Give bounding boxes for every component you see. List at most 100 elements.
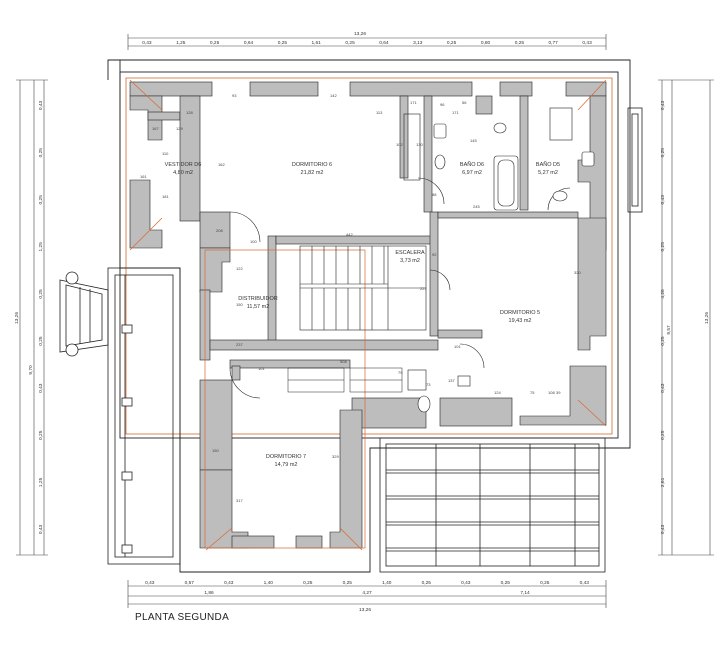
top-segment-dim: 0,64 [379,40,389,46]
room-name-escalera: ESCALERA [395,250,425,256]
room-name-bano5: BAÑO D5 [536,161,560,168]
measurement-label: 137 [448,378,455,383]
bottom-segment-dim: 1,40 [264,580,274,586]
top-dimension-lines [127,34,607,50]
measurement-label: 150 [212,448,219,453]
left-segment-dim: 0,43 [38,383,44,393]
measurement-label: 39 [556,390,561,395]
measurement-label: 92 [432,252,437,257]
left-segment-dim: 0,25 [38,289,44,299]
left-segment-dim: 0,43 [38,525,44,535]
right-segment-dim: 0,43 [660,101,666,111]
left-segment-dim: 0,25 [38,195,44,205]
measurement-label: 171 [452,110,459,115]
closets [287,367,403,393]
left-dimension-lines [16,79,48,556]
room-name-vestidor6: VESTIDOR D6 [165,162,202,168]
left-total-dim: 13,26 [14,312,20,324]
measurement-label: 113 [376,110,383,115]
bottom-segment-dim: 0,43 [580,580,590,586]
bottom-dimension-lines [127,580,607,608]
measurement-label: 56 [462,100,467,105]
left-segment-dim: 0,25 [38,430,44,440]
plan-title: PLANTA SEGUNDA [135,612,230,623]
measurement-label: 108 [548,390,555,395]
bottom-segment-dim: 1,40 [382,580,392,586]
measurement-label: 161 [140,174,147,179]
top-segment-dim: 0,25 [210,40,220,46]
toilet-d5 [552,190,568,202]
toilet-d6 [493,122,507,134]
measurement-label: 329 [332,454,339,459]
top-segment-dim: 0,25 [515,40,525,46]
top-segment-dim: 1,61 [312,40,322,46]
measurement-label: 442 [346,232,353,237]
right-sub-dim: 9,57 [666,325,672,335]
left-segment-dim: 1,25 [38,477,44,487]
right-total-dim: 13,26 [704,312,710,324]
measurement-label: 167 [152,126,159,131]
right-segment-dim: 2,61 [660,477,666,487]
right-segment-dim: 0,25 [660,242,666,252]
room-area-dormitorio6: 21,82 m2 [301,170,324,176]
measurement-label: 130 [416,142,423,147]
measurement-label: 110 [162,151,169,156]
measurement-label: 142 [330,93,337,98]
bay-window [59,271,109,357]
top-segment-dim: 0,43 [142,40,152,46]
room-name-dormitorio6: DORMITORIO 6 [292,162,332,168]
left-segment-dim: 0,25 [38,336,44,346]
measurement-label: 320 [574,270,581,275]
measurement-label: 122 [236,266,243,271]
measurement-label: 150 [236,302,243,307]
finish-lines [129,79,607,551]
sink-d5 [581,151,595,167]
left-segment-dim: 1,25 [38,242,44,252]
room-name-bano6: BAÑO D6 [460,161,484,168]
measurement-label: 88 [432,192,437,197]
measurement-label: 101 [454,344,461,349]
measurement-label: 129 [176,126,183,131]
measurement-label: 317 [236,498,243,503]
measurement-label: 208 [216,228,223,233]
walls [129,81,607,549]
top-segment-dim: 0,25 [345,40,355,46]
room-area-bano5: 5,27 m2 [538,170,558,176]
bottom-segment-dim: 0,25 [501,580,511,586]
right-segment-dim: 0,43 [660,383,666,393]
bottom-segment-dim: 0,43 [461,580,471,586]
top-segment-dim: 0,64 [244,40,254,46]
bottom-total-dim: 13,26 [359,607,371,613]
right-segment-dim: 4,26 [660,289,666,299]
building-outline [107,59,631,573]
measurement-label: 145 [470,138,477,143]
measurement-label: 128 [186,110,193,115]
bottom-segment-dim: 0,25 [303,580,313,586]
left-segment-dim: 0,25 [38,148,44,158]
top-segment-dim: 0,80 [481,40,491,46]
measurement-label: 171 [410,100,417,105]
room-area-dormitorio7: 14,79 m2 [275,462,298,468]
measurement-label: 75 [530,390,535,395]
bottom-segment-dim: 0,25 [343,580,353,586]
bottom-segment-dim: 4,27 [362,590,372,596]
top-segment-dim: 1,25 [176,40,186,46]
measurement-label: 73 [426,382,431,387]
toilet-aseo [417,395,431,413]
doors [229,177,571,399]
measurement-label: 101 [258,366,265,371]
measurement-label: 181 [162,194,169,199]
right-window [627,107,643,213]
measurement-label: 96 [440,102,445,107]
measurement-label: 124 [494,390,501,395]
room-area-escalera: 3,73 m2 [400,258,420,264]
room-area-distribuidor: 11,57 m2 [247,304,270,310]
top-segment-dim: 0,43 [582,40,592,46]
right-segment-dim: 0,43 [660,525,666,535]
right-dimension-lines [658,79,714,556]
room-name-distribuidor: DISTRIBUIDOR [238,296,277,302]
room-name-dormitorio7: DORMITORIO 7 [266,454,306,460]
right-segment-dim: 0,25 [660,148,666,158]
